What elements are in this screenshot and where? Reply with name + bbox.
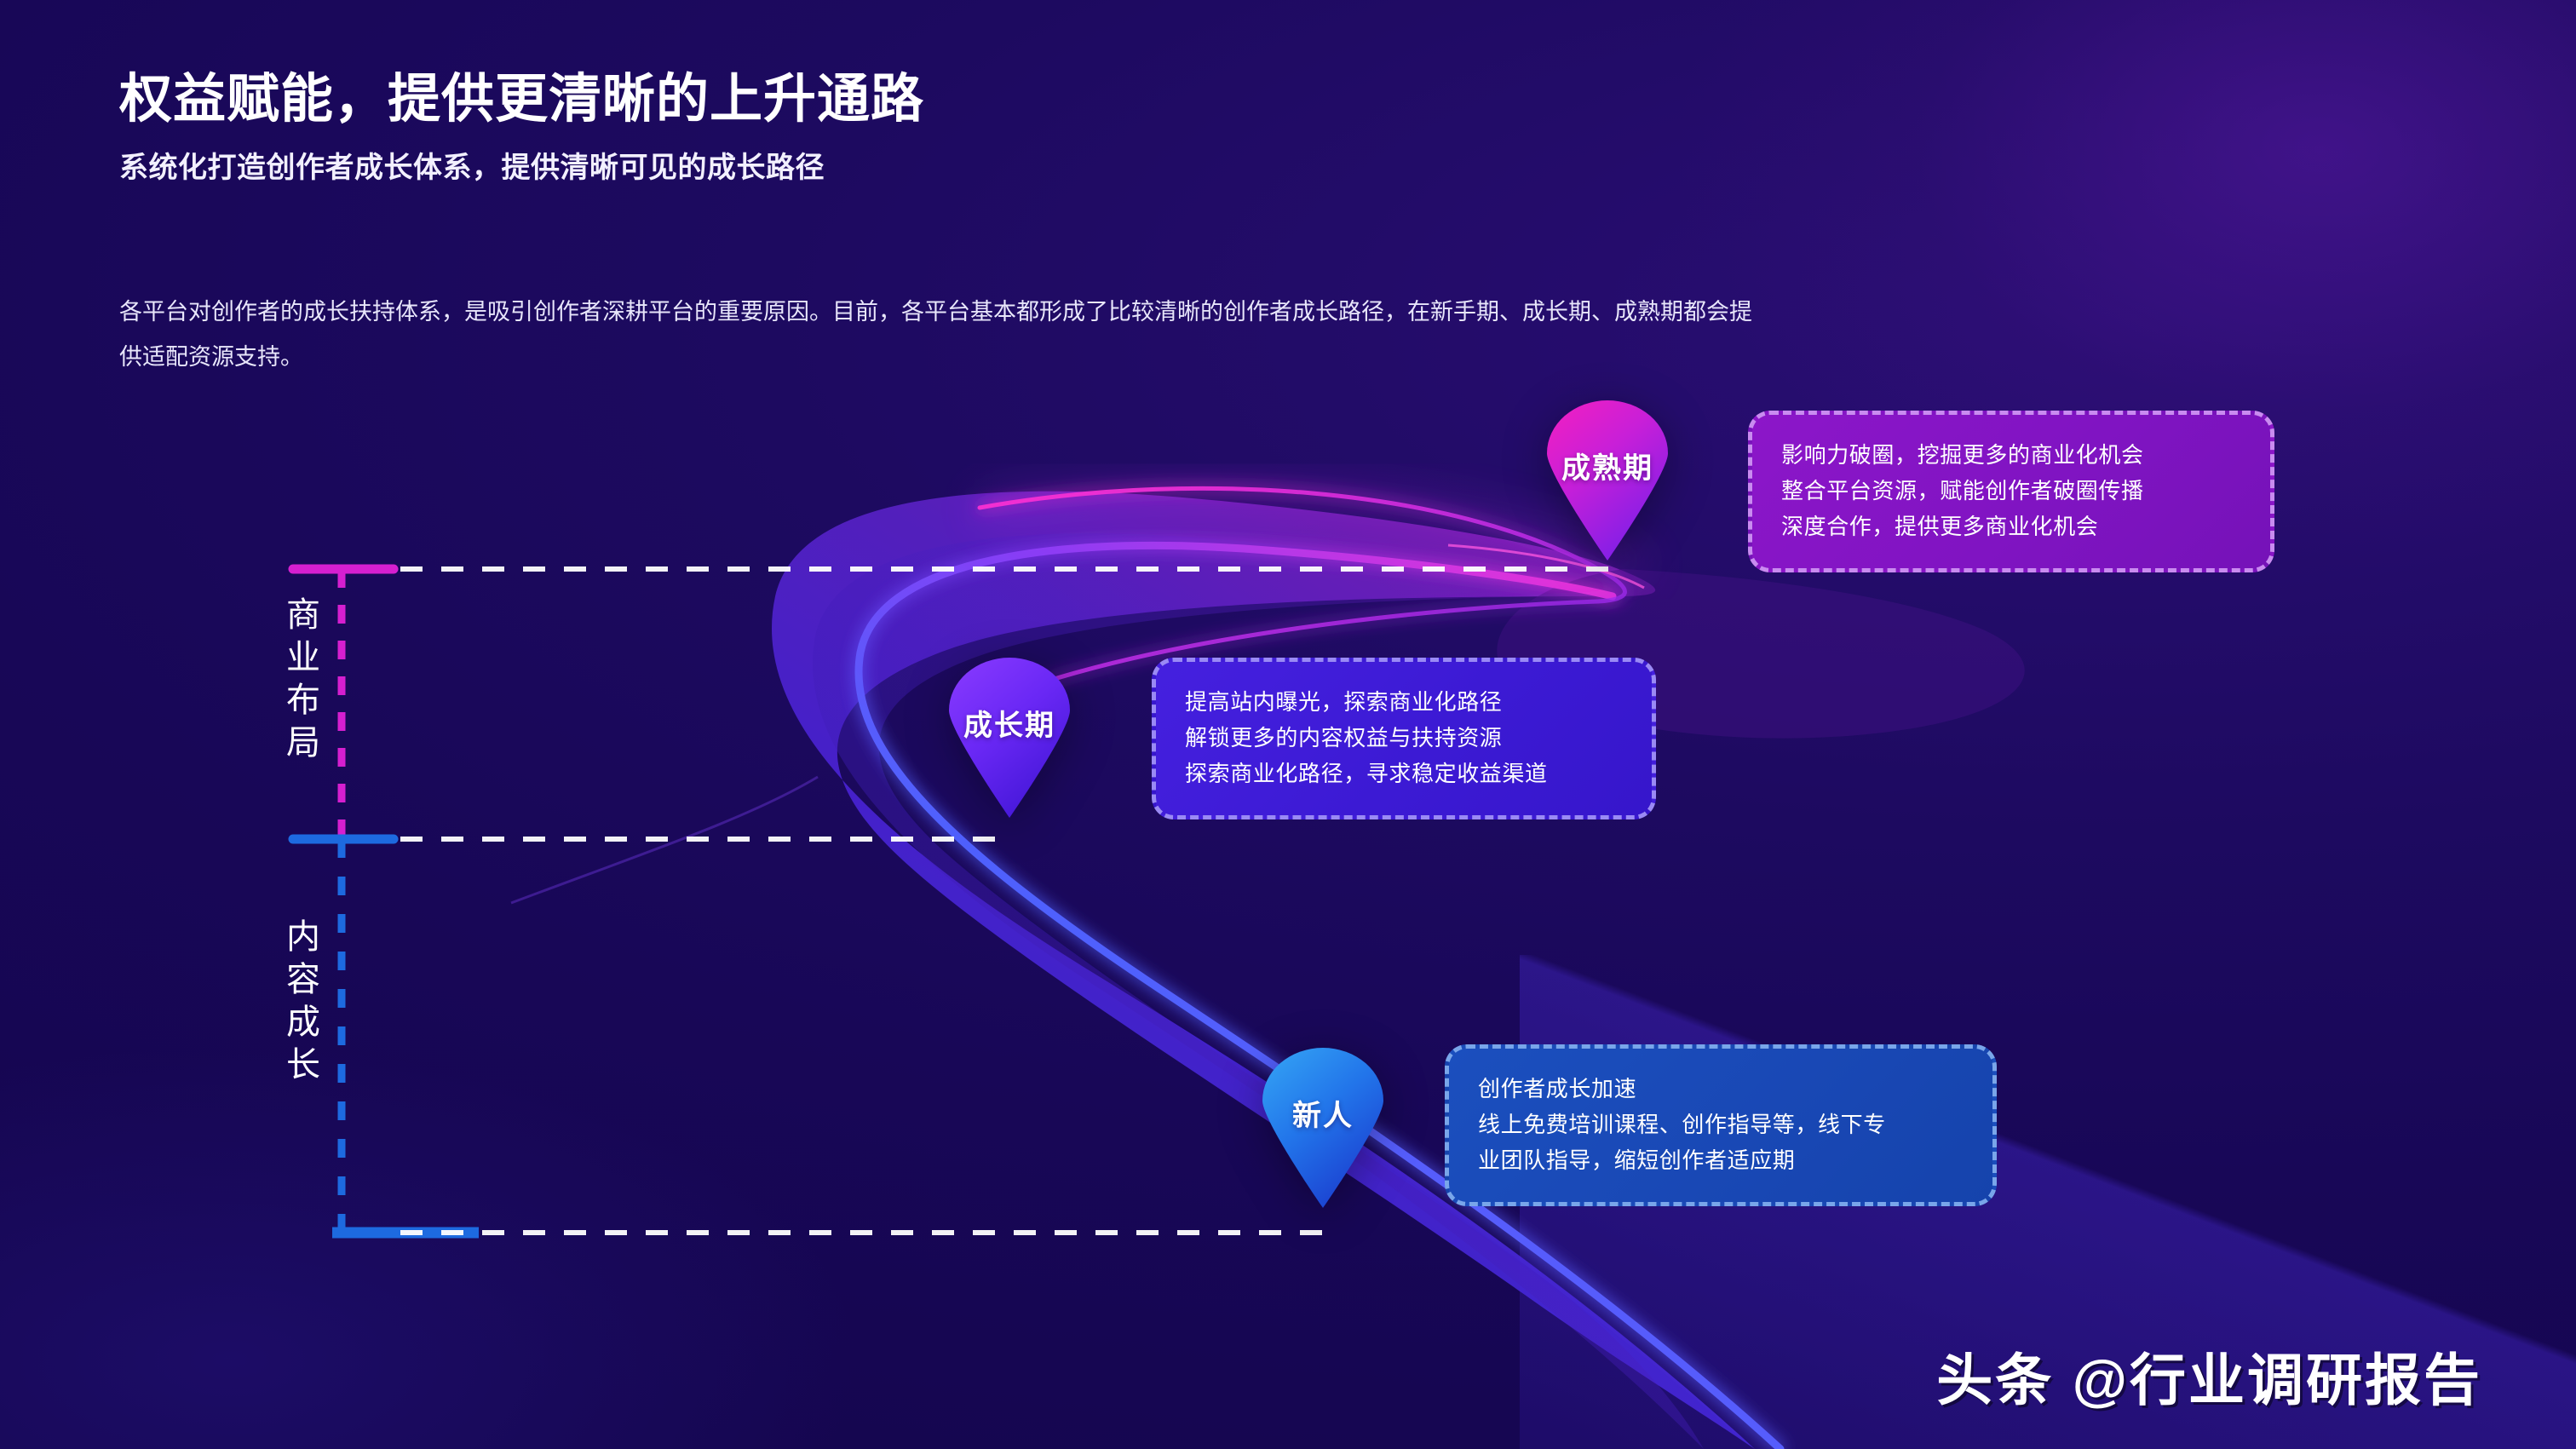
stage-pin-label-mature: 成熟期 [1561,452,1653,485]
stage-pin-label-growth: 成长期 [963,710,1055,742]
callout-line: 整合平台资源，赋能创作者破圈传播 [1781,478,2144,504]
callout-line: 探索商业化路径，寻求稳定收益渠道 [1185,761,1548,787]
callout-line: 创作者成长加速 [1478,1076,1637,1101]
stage-callout-mature[interactable]: 影响力破圈，挖掘更多的商业化机会 整合平台资源，赋能创作者破圈传播 深度合作，提… [1748,411,2274,573]
callout-line: 解锁更多的内容权益与扶持资源 [1185,725,1503,751]
stage-pin-new[interactable]: 新人 [1259,1048,1387,1208]
page-subtitle: 系统化打造创作者成长体系，提供清晰可见的成长路径 [119,152,825,185]
pin-teardrop-icon [1547,400,1668,561]
stage-callout-growth[interactable]: 提高站内曝光，探索商业化路径 解锁更多的内容权益与扶持资源 探索商业化路径，寻求… [1152,658,1656,820]
callout-line: 影响力破圈，挖掘更多的商业化机会 [1781,442,2144,468]
intro-paragraph-line-1: 各平台对创作者的成长扶持体系，是吸引创作者深耕平台的重要原因。目前，各平台基本都… [119,299,1752,325]
stage-pin-mature[interactable]: 成熟期 [1544,400,1671,561]
callout-line: 深度合作，提供更多商业化机会 [1781,514,2099,540]
callout-line: 线上免费培训课程、创作指导等，线下专 [1478,1112,1886,1138]
page-title: 权益赋能，提供更清晰的上升通路 [119,70,925,129]
callout-line: 提高站内曝光，探索商业化路径 [1185,689,1503,715]
pin-teardrop-icon [1262,1048,1383,1208]
intro-paragraph: 各平台对创作者的成长扶持体系，是吸引创作者深耕平台的重要原因。目前，各平台基本都… [119,290,2453,379]
pin-teardrop-icon [949,658,1070,818]
axis-label-content: 内容成长 [281,918,319,1089]
callout-line: 业团队指导，缩短创作者适应期 [1478,1147,1796,1174]
stage-pin-label-new: 新人 [1292,1100,1354,1132]
header-block: 权益赋能，提供更清晰的上升通路 系统化打造创作者成长体系，提供清晰可见的成长路径 [119,70,2470,186]
stage-callout-new[interactable]: 创作者成长加速 线上免费培训课程、创作指导等，线下专 业团队指导，缩短创作者适应… [1445,1044,1997,1207]
stage-pin-growth[interactable]: 成长期 [946,658,1073,818]
intro-paragraph-line-2: 供适配资源支持。 [119,343,303,370]
watermark-credit: 头条 @行业调研报告 [1936,1348,2482,1412]
axis-label-commercial: 商业布局 [281,596,319,767]
